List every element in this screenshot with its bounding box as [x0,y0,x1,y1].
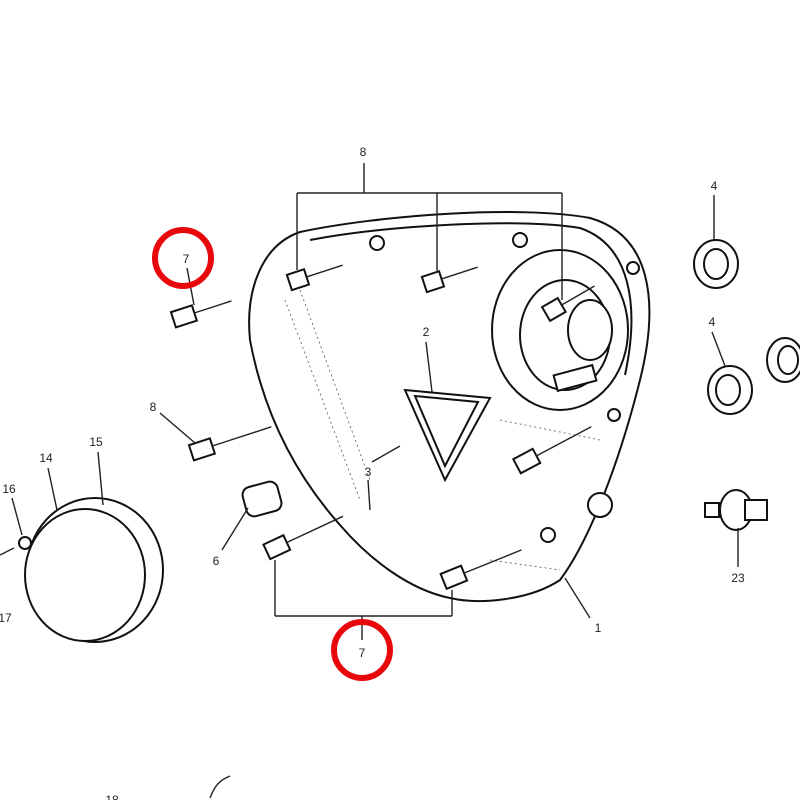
timing-cover-part [248,211,651,602]
label-washer: 16 [2,482,16,496]
label-screw-left: 17 [0,611,12,625]
side-parts [0,239,800,799]
label-gasket: 14 [39,451,53,465]
label-bolt-highlighted-left: 7 [183,252,190,266]
highlight-circle-bottom [331,619,393,681]
label-ring-top: 4 [711,179,718,193]
label-dowel: 6 [213,554,220,568]
label-outer-cover: 15 [89,435,103,449]
label-switch: 23 [731,571,745,585]
label-bolt-highlighted-bottom: 7 [359,646,366,660]
label-ring-mid: 4 [709,315,716,329]
callout-labels: 8 4 7 2 4 8 3 15 14 16 6 1 23 17 7 18 [0,145,745,800]
label-left-bolt: 8 [150,400,157,414]
label-spring: 18 [105,793,119,800]
label-inspection-plate: 2 [423,325,430,339]
label-screws: 3 [365,465,372,479]
highlight-circle-left [152,227,214,289]
label-top-bolts: 8 [360,145,367,159]
bolts [169,264,595,591]
label-timing-cover: 1 [595,621,602,635]
